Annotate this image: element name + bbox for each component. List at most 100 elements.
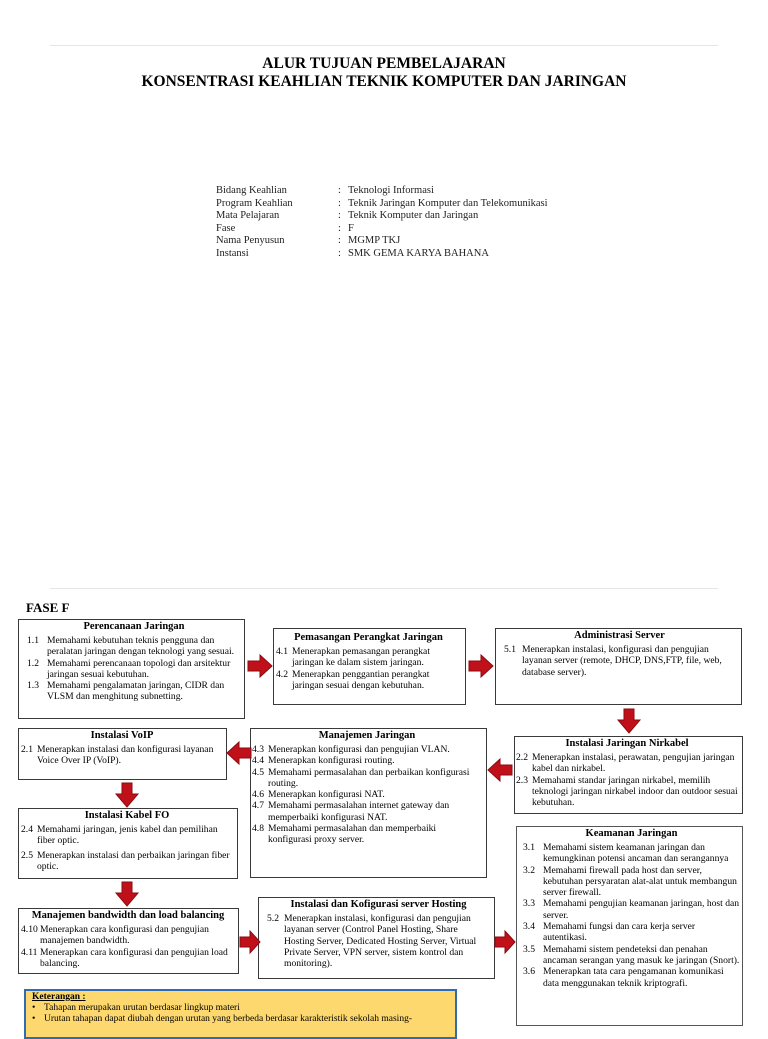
mid-rule [50, 588, 718, 589]
item-text: Menerapkan cara konfigurasi dan pengujia… [40, 946, 228, 969]
item-text: Memahami sistem keamanan jaringan dan ke… [543, 842, 729, 865]
box-title: Manajemen bandwidth dan load balancing [31, 910, 225, 921]
keterangan-note: Keterangan : •Tahapan merupakan urutan b… [24, 989, 457, 1039]
item-text: Memahami pengalamatan jaringan, CIDR dan… [47, 680, 225, 703]
item-text: Menerapkan konfigurasi dan pengujian VLA… [268, 744, 450, 755]
list-item: 3.5 Memahami sistem pendeteksi dan penaha… [523, 944, 740, 967]
arrow-right-icon [239, 929, 261, 955]
arrow-right-icon [247, 653, 273, 679]
arrow-down-icon [616, 708, 642, 734]
arrow-right-icon [468, 653, 494, 679]
list-item: 3.6 Menerapkan tata cara pengamanan komun… [523, 966, 740, 989]
box-title: Administrasi Server [574, 630, 665, 641]
item-number: 2.1 [21, 744, 33, 755]
box-title: Instalasi VoIP [90, 730, 154, 741]
item-text: Memahami permasalahan internet gateway d… [268, 800, 450, 823]
box-title: Manajemen Jaringan [318, 730, 416, 741]
meta-row: Nama Penyusun:MGMP TKJ [216, 235, 548, 248]
item-number: 4.11 [21, 946, 38, 958]
item-text: Menerapkan konfigurasi routing. [268, 755, 395, 767]
box-instalasi-kabel-fo: Instalasi Kabel FO 2.4 Memahami jaringan,… [18, 808, 238, 879]
meta-sep: : [338, 197, 341, 209]
list-item: 2.5 Menerapkan instalasi dan perbaikan ja… [21, 850, 233, 873]
keterangan-text: Urutan tahapan dapat diubah dengan uruta… [44, 1014, 412, 1024]
box-keamanan-jaringan: Keamanan Jaringan 3.1 Memahami sistem kea… [516, 826, 743, 1026]
item-number: 3.6 [523, 966, 535, 978]
box-title: Instalasi Jaringan Nirkabel [565, 738, 689, 749]
item-number: 4.1 [276, 646, 288, 657]
list-item: •Tahapan merupakan urutan berdasar lingk… [32, 1003, 449, 1014]
box-title: Keamanan Jaringan [585, 828, 678, 839]
top-rule [50, 45, 718, 46]
item-number: 2.4 [21, 824, 33, 835]
item-text: Memahami jaringan, jenis kabel dan pemil… [37, 824, 218, 847]
item-text: Menerapkan instalasi dan konfigurasi lay… [37, 744, 214, 767]
arrow-down-icon [114, 881, 140, 907]
meta-sep: : [338, 247, 341, 259]
box-title: Instalasi Kabel FO [84, 810, 170, 821]
meta-key: Program Keahlian [216, 197, 293, 209]
item-number: 4.8 [252, 823, 264, 835]
item-text: Memahami permasalahan dan memperbaiki ko… [268, 823, 437, 846]
item-text: Menerapkan cara konfigurasi dan pengujia… [40, 924, 209, 947]
arrow-right-icon [494, 929, 516, 955]
meta-sep: : [338, 185, 341, 196]
item-text: Menerapkan instalasi dan perbaikan jarin… [37, 849, 230, 872]
item-number: 3.5 [523, 943, 535, 955]
meta-row: Instansi:SMK GEMA KARYA BAHANA [216, 248, 548, 261]
meta-value: Teknologi Informasi [348, 185, 434, 196]
item-text: Menerapkan instalasi, konfigurasi dan pe… [284, 913, 477, 970]
meta-key: Fase [216, 222, 236, 234]
item-number: 2.2 [516, 752, 528, 763]
meta-key: Nama Penyusun [216, 235, 285, 247]
box-instalasi-nirkabel: Instalasi Jaringan Nirkabel 2.2 Menerapka… [514, 736, 743, 814]
box-title: Perencanaan Jaringan [83, 621, 185, 632]
meta-key: Instansi [216, 247, 249, 259]
meta-sep: : [338, 210, 341, 222]
arrow-left-icon [226, 740, 252, 766]
item-text: Memahami perencanaan topologi dan arsite… [47, 657, 231, 680]
item-text: Memahami firewall pada host dan server, … [543, 864, 737, 899]
list-item: 4.3 Menerapkan konfigurasi dan pengujian … [252, 744, 482, 755]
item-text: Menerapkan konfigurasi NAT. [268, 789, 385, 801]
item-number: 5.1 [504, 644, 516, 655]
item-text: Menerapkan instalasi, perawatan, penguji… [532, 752, 735, 775]
item-number: 4.3 [252, 744, 264, 755]
box-title: Pemasangan Perangkat Jaringan [294, 632, 443, 643]
meta-value: Teknik Jaringan Komputer dan Telekomunik… [348, 197, 548, 209]
item-text: Memahami sistem pendeteksi dan penahan a… [543, 943, 740, 966]
meta-value: MGMP TKJ [348, 235, 401, 247]
list-item: 4.8 Memahami permasalahan dan memperbaiki… [252, 823, 482, 846]
box-server-hosting: Instalasi dan Kofigurasi server Hosting … [258, 897, 495, 979]
item-number: 4.5 [252, 766, 264, 778]
meta-key: Mata Pelajaran [216, 210, 280, 222]
item-number: 3.1 [523, 842, 535, 853]
list-item: •Urutan tahapan dapat diubah dengan urut… [32, 1014, 449, 1025]
title-line-2: KONSENTRASI KEAHLIAN TEKNIK KOMPUTER DAN… [141, 73, 627, 90]
item-number: 5.2 [267, 913, 279, 924]
meta-sep: : [338, 222, 341, 234]
item-text: Memahami permasalahan dan perbaikan konf… [268, 766, 470, 789]
meta-row: Bidang Keahlian:Teknologi Informasi [216, 185, 548, 198]
arrow-down-icon [114, 782, 140, 808]
item-text: Memahami fungsi dan cara kerja server au… [543, 921, 696, 944]
item-number: 2.5 [21, 849, 33, 861]
item-text: Menerapkan tata cara pengamanan komunika… [543, 966, 724, 989]
meta-row: Fase:F [216, 223, 548, 236]
item-text: Memahami kebutuhan teknis pengguna dan p… [47, 635, 235, 658]
